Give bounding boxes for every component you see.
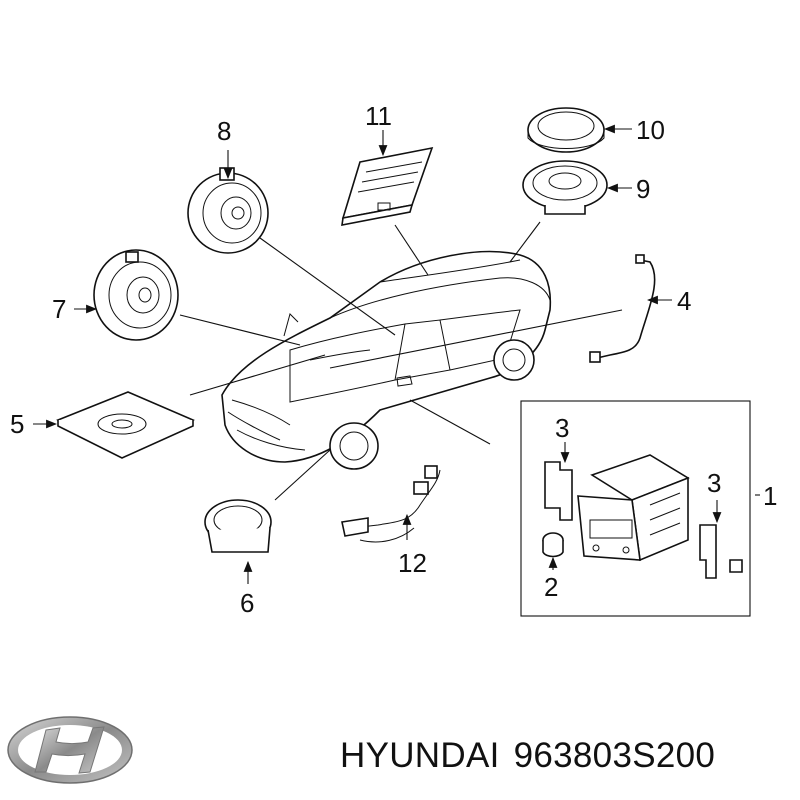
part-7-speaker <box>93 249 179 341</box>
part-11-amplifier <box>341 146 434 226</box>
callout-2: 2 <box>544 572 558 602</box>
callout-11: 11 <box>365 101 392 131</box>
callout-10: 10 <box>636 115 665 145</box>
part-8-speaker <box>187 167 269 254</box>
brand-name: HYUNDAI <box>340 736 500 775</box>
part-4-antenna-cable <box>589 254 656 363</box>
callout-12: 12 <box>398 548 427 578</box>
leader-lines <box>179 221 623 501</box>
part-2-knob <box>542 532 564 558</box>
part-6-speaker <box>204 499 272 553</box>
callout-1: 1 <box>763 481 777 511</box>
car-illustration <box>221 250 552 470</box>
part-9-speaker <box>522 160 608 215</box>
hyundai-logo-icon <box>7 716 133 784</box>
callout-8: 8 <box>217 116 231 146</box>
part-10-tweeter-ring <box>527 107 605 153</box>
callout-6: 6 <box>240 588 254 618</box>
callout-4: 4 <box>677 286 691 316</box>
callout-3-left: 3 <box>555 413 569 443</box>
callout-9: 9 <box>636 174 650 204</box>
callout-5: 5 <box>10 409 24 439</box>
part-caption: HYUNDAI 963803S200 <box>340 736 729 776</box>
callout-arrows <box>33 124 760 584</box>
part-1-head-unit <box>577 454 690 562</box>
part-3-bracket-left <box>544 461 573 521</box>
callout-3-right: 3 <box>707 468 721 498</box>
part-12-wiring-harness <box>341 465 441 543</box>
inset-frame <box>520 400 751 617</box>
part-3-bracket-right <box>699 524 743 579</box>
part-number: 963803S200 <box>513 736 716 775</box>
callout-7: 7 <box>52 294 66 324</box>
part-5-disc <box>56 391 195 459</box>
